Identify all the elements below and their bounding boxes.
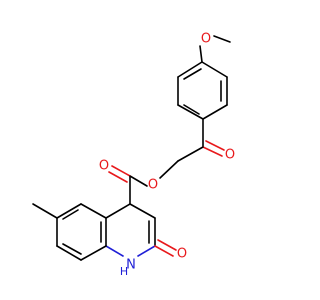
oxygen-to-ester-carbon-bond (129, 175, 148, 187)
ring-nitrogen-label: N (126, 258, 136, 273)
c2-n1-bond (137, 245, 156, 257)
ketone-double-bond-a (202, 146, 223, 157)
ketone-double-bond-b (205, 140, 225, 151)
c5-c6-bond (56, 203, 82, 219)
phenyl-bond-3 (202, 104, 228, 120)
c4a-c5-bond (80, 203, 107, 219)
n1-c8a-bond (105, 245, 124, 257)
oxygen-to-ring-bond (199, 45, 203, 63)
phenyl-inner-double-3 (183, 68, 202, 80)
phenyl-bond-6 (177, 61, 203, 78)
lactam-double-bond-b (157, 239, 177, 251)
methyl-bond (32, 203, 58, 219)
phenyl-inner-double-2 (183, 104, 200, 115)
ketone-linker (159, 118, 225, 179)
c7-c8-bond (56, 245, 82, 261)
ketone-oxygen-label: O (225, 148, 235, 163)
benzo-ring (32, 203, 107, 261)
ether-oxygen-label: O (201, 32, 211, 47)
ring-nitrogen-hydrogen-label: H (120, 265, 128, 278)
carbonyl-to-ch2-bond (177, 146, 204, 162)
ester-group (108, 165, 148, 205)
ester-bridge-oxygen-label: O (148, 178, 158, 193)
c8-c8a-bond (80, 245, 107, 261)
ester-carbonyl-oxygen-label: O (99, 159, 109, 174)
methyl-to-oxygen-bond (213, 35, 231, 43)
ester-double-bond-b (108, 171, 128, 183)
c4-c3-bond (129, 203, 156, 219)
benzo-inner-double-3 (62, 243, 82, 255)
benzo-inner-double-2 (62, 209, 79, 220)
c4a-c4-bond (105, 203, 131, 219)
lactam-double-bond-a (154, 245, 174, 257)
methoxy-group (199, 35, 231, 63)
molecule-structure-diagram: O O O O O N H (32, 32, 235, 278)
ester-double-bond-a (111, 165, 131, 177)
phenyl-bond-1 (201, 61, 228, 78)
methoxyphenyl-ring (177, 61, 228, 120)
pyridone-ring (105, 203, 177, 257)
ch2-to-oxygen-bond (159, 160, 179, 179)
phenyl-bond-4 (177, 104, 204, 120)
lactam-oxygen-label: O (177, 247, 187, 262)
